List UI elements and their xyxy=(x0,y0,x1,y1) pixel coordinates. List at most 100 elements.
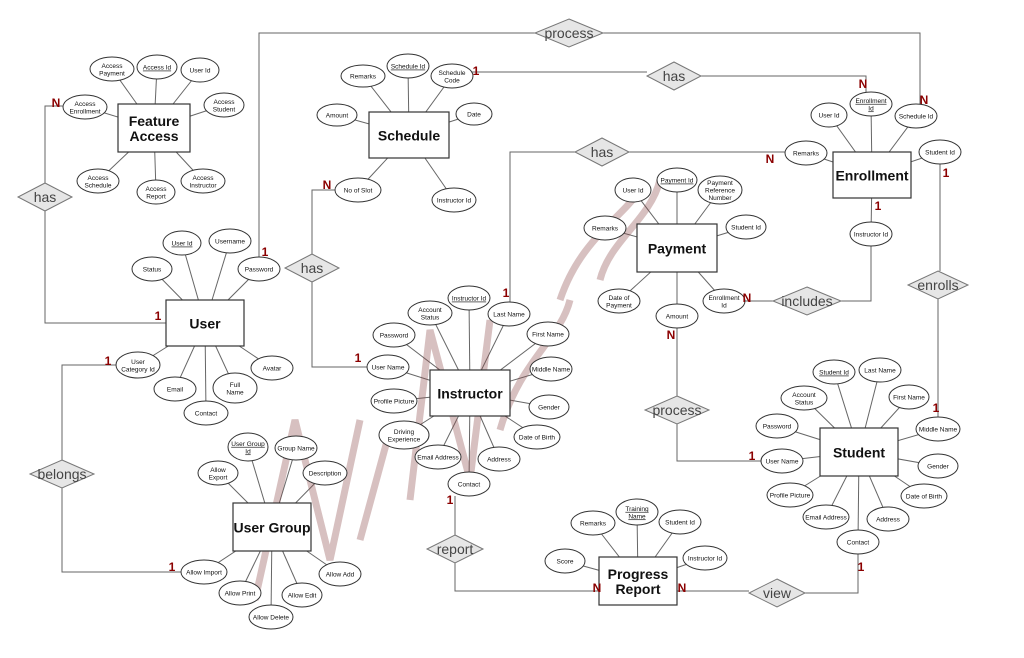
relationship-diamond xyxy=(771,286,843,316)
attribute-ellipse xyxy=(900,483,948,509)
attribute-st-email-address: Email Address xyxy=(802,504,850,530)
cardinality-label: 1 xyxy=(473,64,480,78)
attribute-ellipse xyxy=(658,509,702,535)
attribute-st-student-id: Student Id xyxy=(812,359,856,385)
attribute-ellipse xyxy=(227,432,269,462)
attribute-ellipse xyxy=(153,376,197,402)
entity-box xyxy=(232,502,312,552)
attribute-ug-allow-add: Allow Add xyxy=(318,561,362,587)
entity-box xyxy=(117,103,191,153)
attribute-label: Instructor Id xyxy=(854,232,889,239)
relationship-has: has xyxy=(16,182,74,212)
attribute-ellipse xyxy=(570,510,616,536)
relationship-has: has xyxy=(283,253,341,283)
attribute-ellipse xyxy=(513,424,561,450)
attribute-u-email: Email xyxy=(153,376,197,402)
relationship-enrolls: enrolls xyxy=(906,270,970,300)
attribute-ellipse xyxy=(366,354,410,380)
attribute-in-address: Address xyxy=(477,446,521,472)
cardinality-label: N xyxy=(52,96,61,110)
attribute-label: Schedule Id xyxy=(899,114,934,121)
relationship-has: has xyxy=(645,61,703,91)
relationship-belongs: belongs xyxy=(28,459,96,489)
attribute-label: Middle Name xyxy=(532,367,571,374)
attribute-ellipse xyxy=(766,482,814,508)
attribute-label: Password xyxy=(245,267,274,274)
attribute-u-avatar: Avatar xyxy=(250,355,294,381)
attribute-ellipse xyxy=(447,285,491,311)
attribute-label: Date of Birth xyxy=(519,435,556,442)
attribute-label: Allow Delete xyxy=(253,615,290,622)
attribute-pay-remarks: Remarks xyxy=(583,215,627,241)
attribute-ug-description: Description xyxy=(302,460,348,486)
relationship-connector xyxy=(509,151,575,320)
attribute-ellipse xyxy=(370,388,418,414)
relationship-connector xyxy=(676,424,761,462)
entity-box xyxy=(832,151,912,199)
attribute-label: Email Address xyxy=(805,515,847,522)
relationship-label: enrolls xyxy=(917,277,958,293)
attribute-label: User Id xyxy=(623,188,644,195)
attribute-label: Contact xyxy=(195,411,218,418)
cardinality-label: 1 xyxy=(943,166,950,180)
attribute-label: User Id xyxy=(819,113,840,120)
attribute-st-middle-name: Middle Name xyxy=(915,416,961,442)
attribute-st-last-name: Last Name xyxy=(858,357,902,383)
relationship-diamond xyxy=(16,182,74,212)
attribute-label: Password xyxy=(380,333,409,340)
relationship-connector xyxy=(454,563,599,592)
attribute-in-profile-picture: Profile Picture xyxy=(370,388,418,414)
relationship-label: process xyxy=(652,402,701,418)
attribute-label: Contact xyxy=(458,482,481,489)
attribute-ellipse xyxy=(526,321,570,347)
attribute-label: Remarks xyxy=(350,74,377,81)
attribute-ellipse xyxy=(544,548,586,574)
attribute-ellipse xyxy=(697,175,743,205)
cardinality-label: N xyxy=(323,178,332,192)
relationship-label: has xyxy=(301,260,324,276)
attribute-label: Date of Birth xyxy=(906,494,943,501)
relationship-process: process xyxy=(643,395,711,425)
attribute-sch-date: Date xyxy=(455,102,493,126)
attribute-user-id-fa: User Id xyxy=(180,57,220,83)
attribute-ellipse xyxy=(888,384,930,410)
relationship-diamond xyxy=(906,270,970,300)
cardinality-label: 1 xyxy=(503,286,510,300)
attribute-ellipse xyxy=(866,506,910,532)
entity-box xyxy=(165,299,245,347)
cardinality-label: 1 xyxy=(105,354,112,368)
attribute-ellipse xyxy=(917,453,959,479)
attribute-ellipse xyxy=(755,413,799,439)
relationships: processhashashashasincludesenrollsproces… xyxy=(16,18,970,608)
attribute-ellipse xyxy=(597,288,641,314)
attribute-ellipse xyxy=(430,63,474,89)
attribute-ug-allow-delete: Allow Delete xyxy=(248,604,294,630)
cardinality-label: 1 xyxy=(155,309,162,323)
attribute-en-user-id: User Id xyxy=(810,102,848,128)
relationship-connector xyxy=(603,32,921,104)
attribute-in-instructor-id: Instructor Id xyxy=(447,285,491,311)
attribute-ellipse xyxy=(784,140,828,166)
attribute-u-password: Password xyxy=(237,256,281,282)
attribute-ug-group-name: Group Name xyxy=(274,435,318,461)
relationship-has: has xyxy=(573,137,631,167)
attribute-label: Avatar xyxy=(263,366,283,373)
attribute-label: Schedule Id xyxy=(391,64,426,71)
attribute-label: Remarks xyxy=(793,151,820,158)
attribute-ellipse xyxy=(318,561,362,587)
attribute-label: User Name xyxy=(766,459,799,466)
attribute-label: Amount xyxy=(666,314,689,321)
